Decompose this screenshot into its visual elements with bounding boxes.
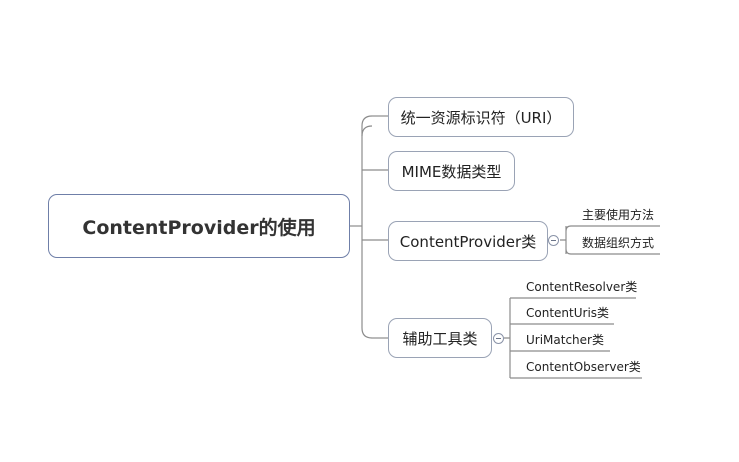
topic-helper-classes-label: 辅助工具类 — [402, 329, 478, 348]
connector-cp-leaves — [560, 225, 660, 255]
topic-mime-label: MIME数据类型 — [401, 162, 502, 181]
root-topic[interactable]: ContentProvider的使用 — [48, 194, 350, 258]
topic-contentprovider[interactable]: ContentProvider类 — [388, 221, 548, 261]
leaf-contentresolver[interactable]: ContentResolver类 — [526, 280, 638, 294]
root-topic-label: ContentProvider的使用 — [82, 216, 316, 239]
topic-helper-classes[interactable]: 辅助工具类 — [388, 318, 492, 358]
leaf-main-methods[interactable]: 主要使用方法 — [582, 208, 655, 222]
connector-trunk — [361, 125, 373, 339]
topic-contentprovider-label: ContentProvider类 — [399, 232, 537, 251]
leaf-urimatcher[interactable]: UriMatcher类 — [526, 333, 604, 347]
leaf-contentobserver[interactable]: ContentObserver类 — [526, 360, 641, 374]
collapse-toggle-contentprovider[interactable] — [548, 235, 559, 246]
leaf-contenturis[interactable]: ContentUris类 — [526, 306, 610, 320]
collapse-toggle-helper-classes[interactable] — [493, 333, 504, 344]
topic-uri-label: 统一资源标识符（URI） — [400, 108, 562, 127]
minus-icon — [551, 240, 556, 241]
topic-mime[interactable]: MIME数据类型 — [388, 151, 515, 191]
leaf-data-organization[interactable]: 数据组织方式 — [582, 236, 655, 250]
connector-helper-leaves — [504, 297, 642, 379]
topic-uri[interactable]: 统一资源标识符（URI） — [388, 97, 574, 137]
minus-icon — [496, 338, 501, 339]
